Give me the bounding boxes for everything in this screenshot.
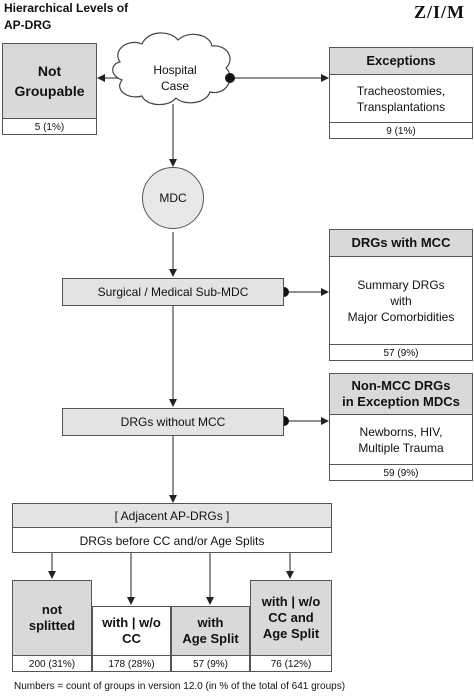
cloud-shape <box>112 32 231 106</box>
split-4-line-1: with | w/o <box>261 594 321 609</box>
split-2-line-1: with | w/o <box>102 615 161 630</box>
exceptions-box: Exceptions Tracheostomies, Transplantati… <box>329 47 473 139</box>
not-groupable-line-1: Not <box>37 63 62 79</box>
exceptions-header: Exceptions <box>330 48 472 75</box>
split-count-cc: 178 (28%) <box>93 655 170 673</box>
drgs-with-mcc-line-1: Summary DRGs <box>357 277 445 292</box>
title-line-1: Hierarchical Levels of <box>4 1 129 15</box>
exceptions-line-1: Tracheostomies, <box>356 83 446 98</box>
adjacent-drgs-header: [ Adjacent AP-DRGs ] <box>13 504 331 528</box>
split-box-age: with Age Split 57 (9%) <box>171 606 250 672</box>
cloud-label-line-1: Hospital <box>153 63 197 77</box>
not-groupable-box: Not Groupable 5 (1%) <box>2 43 97 135</box>
split-count-cc-age: 76 (12%) <box>251 655 331 673</box>
split-2-line-2: CC <box>122 631 141 646</box>
split-box-cc: with | w/o CC 178 (28%) <box>92 606 171 672</box>
drgs-without-mcc-box: DRGs without MCC <box>62 408 284 436</box>
drgs-with-mcc-box: DRGs with MCC Summary DRGs with Major Co… <box>329 229 473 361</box>
adjacent-drgs-box: [ Adjacent AP-DRGs ] DRGs before CC and/… <box>12 503 332 553</box>
non-mcc-line-2: Multiple Trauma <box>358 440 444 455</box>
split-4-line-2: CC and <box>268 610 314 625</box>
split-header-cc: with | w/o CC <box>93 607 170 655</box>
sub-mdc-box: Surgical / Medical Sub-MDC <box>62 278 284 306</box>
exceptions-body: Tracheostomies, Transplantations <box>330 75 472 122</box>
drgs-with-mcc-body: Summary DRGs with Major Comorbidities <box>330 257 472 344</box>
split-3-line-1: with <box>197 615 224 630</box>
drgs-with-mcc-count: 57 (9%) <box>330 344 472 362</box>
not-groupable-line-2: Groupable <box>14 83 85 99</box>
non-mcc-header-line-1: Non-MCC DRGs <box>351 378 451 393</box>
split-4-line-3: Age Split <box>262 626 320 641</box>
non-mcc-line-1: Newborns, HIV, <box>359 424 443 439</box>
split-3-line-2: Age Split <box>182 631 239 646</box>
zim-logo: Z/I/M <box>414 2 466 22</box>
exceptions-line-2: Transplantations <box>356 99 446 114</box>
drgs-with-mcc-line-2: with <box>390 293 412 308</box>
cloud-label: Hospital Case <box>140 62 210 94</box>
split-1-line-1: not <box>41 602 63 617</box>
split-header-cc-age: with | w/o CC and Age Split <box>251 581 331 655</box>
exceptions-count: 9 (1%) <box>330 122 472 140</box>
split-box-cc-age: with | w/o CC and Age Split 76 (12%) <box>250 580 332 672</box>
split-box-not-splitted: not splitted 200 (31%) <box>12 580 92 672</box>
footnote: Numbers = count of groups in version 12.… <box>14 681 346 692</box>
non-mcc-box: Non-MCC DRGs in Exception MDCs Newborns,… <box>329 373 473 481</box>
non-mcc-count: 59 (9%) <box>330 464 472 482</box>
non-mcc-header-line-2: in Exception MDCs <box>342 394 460 409</box>
drgs-with-mcc-header: DRGs with MCC <box>330 230 472 257</box>
split-count-not-splitted: 200 (31%) <box>13 655 91 673</box>
not-groupable-header: Not Groupable <box>3 44 96 118</box>
split-1-line-2: splitted <box>28 618 76 633</box>
adjacent-drgs-body: DRGs before CC and/or Age Splits <box>79 533 265 548</box>
non-mcc-header: Non-MCC DRGs in Exception MDCs <box>330 374 472 415</box>
drgs-with-mcc-line-3: Major Comorbidities <box>347 309 455 324</box>
split-header-not-splitted: not splitted <box>13 581 91 655</box>
diagram-title: Hierarchical Levels of AP-DRG <box>4 0 128 34</box>
title-line-2: AP-DRG <box>4 18 52 32</box>
split-count-age: 57 (9%) <box>172 655 249 673</box>
not-groupable-count: 5 (1%) <box>3 118 96 136</box>
non-mcc-body: Newborns, HIV, Multiple Trauma <box>330 415 472 464</box>
mdc-circle: MDC <box>142 167 204 229</box>
cloud-label-line-2: Case <box>160 79 189 93</box>
split-header-age: with Age Split <box>172 607 249 655</box>
